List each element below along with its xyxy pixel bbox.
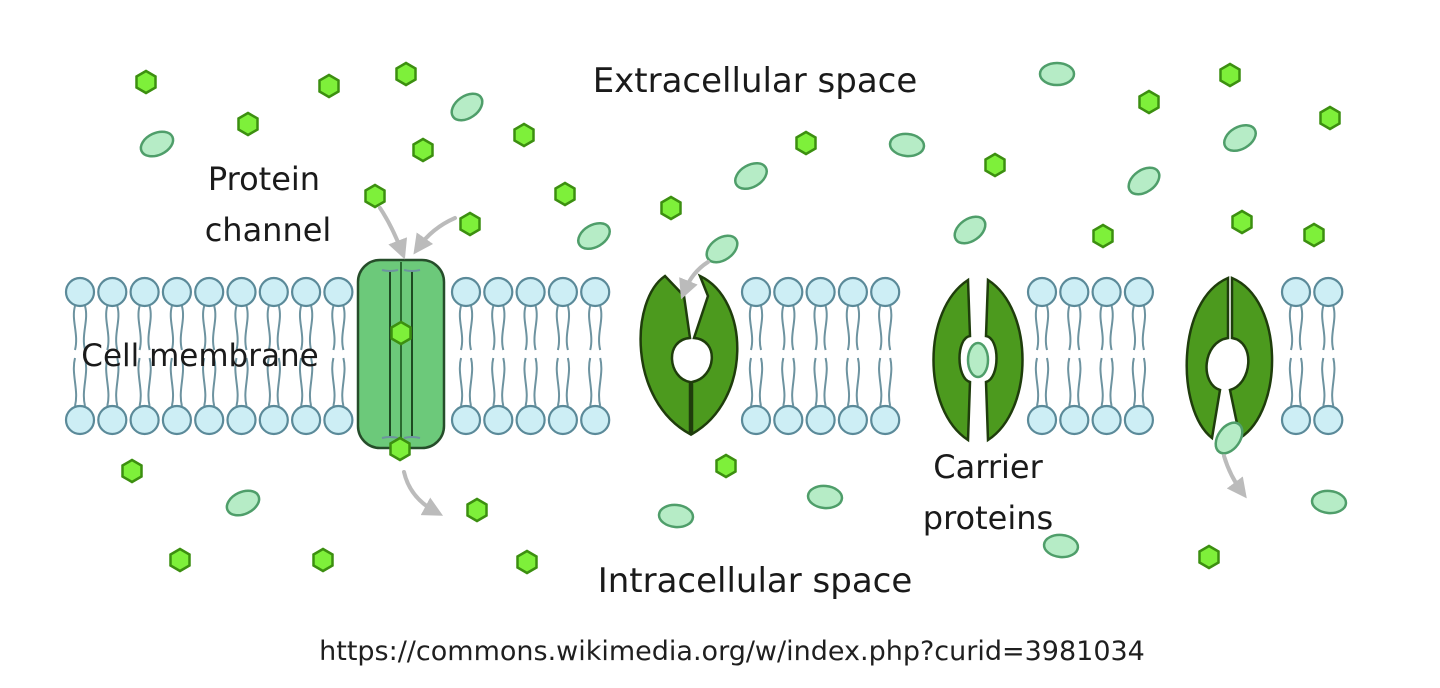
arrow-into-channel	[378, 206, 408, 260]
small-molecule	[318, 73, 340, 99]
large-molecule	[1127, 166, 1161, 196]
large-molecule	[1038, 61, 1076, 87]
large-molecule	[577, 221, 611, 251]
small-molecule	[715, 453, 737, 479]
large-molecule	[734, 161, 768, 191]
small-molecule	[1303, 222, 1325, 248]
cell-membrane-label: Cell membrane	[81, 338, 318, 374]
phospholipid	[805, 276, 836, 436]
phospholipid	[129, 276, 160, 436]
small-molecule	[121, 458, 143, 484]
lipid-bilayer	[64, 276, 1344, 436]
small-molecule	[513, 122, 535, 148]
phospholipid	[515, 276, 546, 436]
large-molecule	[1310, 489, 1348, 515]
phospholipid	[870, 276, 901, 436]
phospholipid	[161, 276, 192, 436]
source-url: https://commons.wikimedia.org/w/index.ph…	[319, 636, 1145, 667]
phospholipid	[226, 276, 257, 436]
small-molecule	[554, 181, 576, 207]
protein-channel	[356, 258, 446, 450]
small-molecule	[1092, 223, 1114, 249]
small-molecule	[1319, 105, 1341, 131]
large-molecule	[705, 234, 739, 264]
phospholipid	[483, 276, 514, 436]
small-molecule	[395, 61, 417, 87]
large-molecule	[450, 92, 484, 122]
movement-arrows	[378, 206, 1247, 516]
large-molecule	[139, 130, 175, 158]
phospholipid	[258, 276, 289, 436]
arrow-into-channel-2	[413, 216, 457, 255]
small-molecule	[1231, 209, 1253, 235]
phospholipid	[194, 276, 225, 436]
large-molecule	[806, 484, 844, 510]
small-molecule	[390, 320, 412, 346]
large-molecule	[953, 215, 987, 245]
small-molecule	[1138, 89, 1160, 115]
small-molecule	[412, 137, 434, 163]
phospholipid	[1059, 276, 1090, 436]
small-molecule	[459, 211, 481, 237]
carrier-proteins-label-line2: proteins	[923, 499, 1053, 537]
large-molecule	[657, 503, 695, 529]
molecules	[121, 61, 1348, 575]
arrow-into-carrier	[679, 260, 710, 300]
phospholipid	[323, 276, 354, 436]
large-molecule	[225, 489, 261, 517]
small-molecule	[169, 547, 191, 573]
phospholipid	[1280, 276, 1312, 436]
protein-channel-label-line2: channel	[205, 211, 332, 249]
phospholipid	[1091, 276, 1122, 436]
phospholipid	[291, 276, 322, 436]
large-molecule	[1214, 421, 1244, 455]
phospholipid	[773, 276, 804, 436]
phospholipid	[450, 276, 482, 436]
phospholipid	[97, 276, 128, 436]
phospholipid	[1026, 276, 1058, 436]
phospholipid	[837, 276, 869, 436]
large-molecule	[1223, 123, 1257, 153]
small-molecule	[312, 547, 334, 573]
phospholipid	[1123, 276, 1155, 436]
carrier-protein-open-inside	[1185, 276, 1274, 441]
small-molecule	[237, 111, 259, 137]
small-molecule	[364, 183, 386, 209]
small-molecule	[660, 195, 682, 221]
intracellular-label: Intracellular space	[598, 561, 913, 601]
small-molecule	[1219, 62, 1241, 88]
carrier-protein-occluded	[932, 277, 1024, 443]
carrier-protein-open-outside	[639, 273, 739, 437]
phospholipid	[547, 276, 579, 436]
arrow-out-of-channel	[402, 470, 444, 516]
small-molecule	[795, 130, 817, 156]
phospholipid	[740, 276, 772, 436]
extracellular-label: Extracellular space	[593, 61, 918, 101]
small-molecule	[984, 152, 1006, 178]
phospholipid	[1313, 276, 1344, 436]
phospholipid	[580, 276, 611, 436]
small-molecule	[516, 549, 538, 575]
small-molecule	[466, 497, 488, 523]
phospholipid	[64, 276, 96, 436]
protein-channel-label-line1: Protein	[208, 160, 320, 198]
small-molecule	[135, 69, 157, 95]
small-molecule	[1198, 544, 1220, 570]
small-molecule	[389, 436, 411, 462]
large-molecule	[1042, 533, 1080, 559]
large-molecule	[888, 132, 926, 158]
arrow-out-of-carrier	[1222, 454, 1247, 499]
carrier-proteins-label-line1: Carrier	[933, 448, 1043, 486]
